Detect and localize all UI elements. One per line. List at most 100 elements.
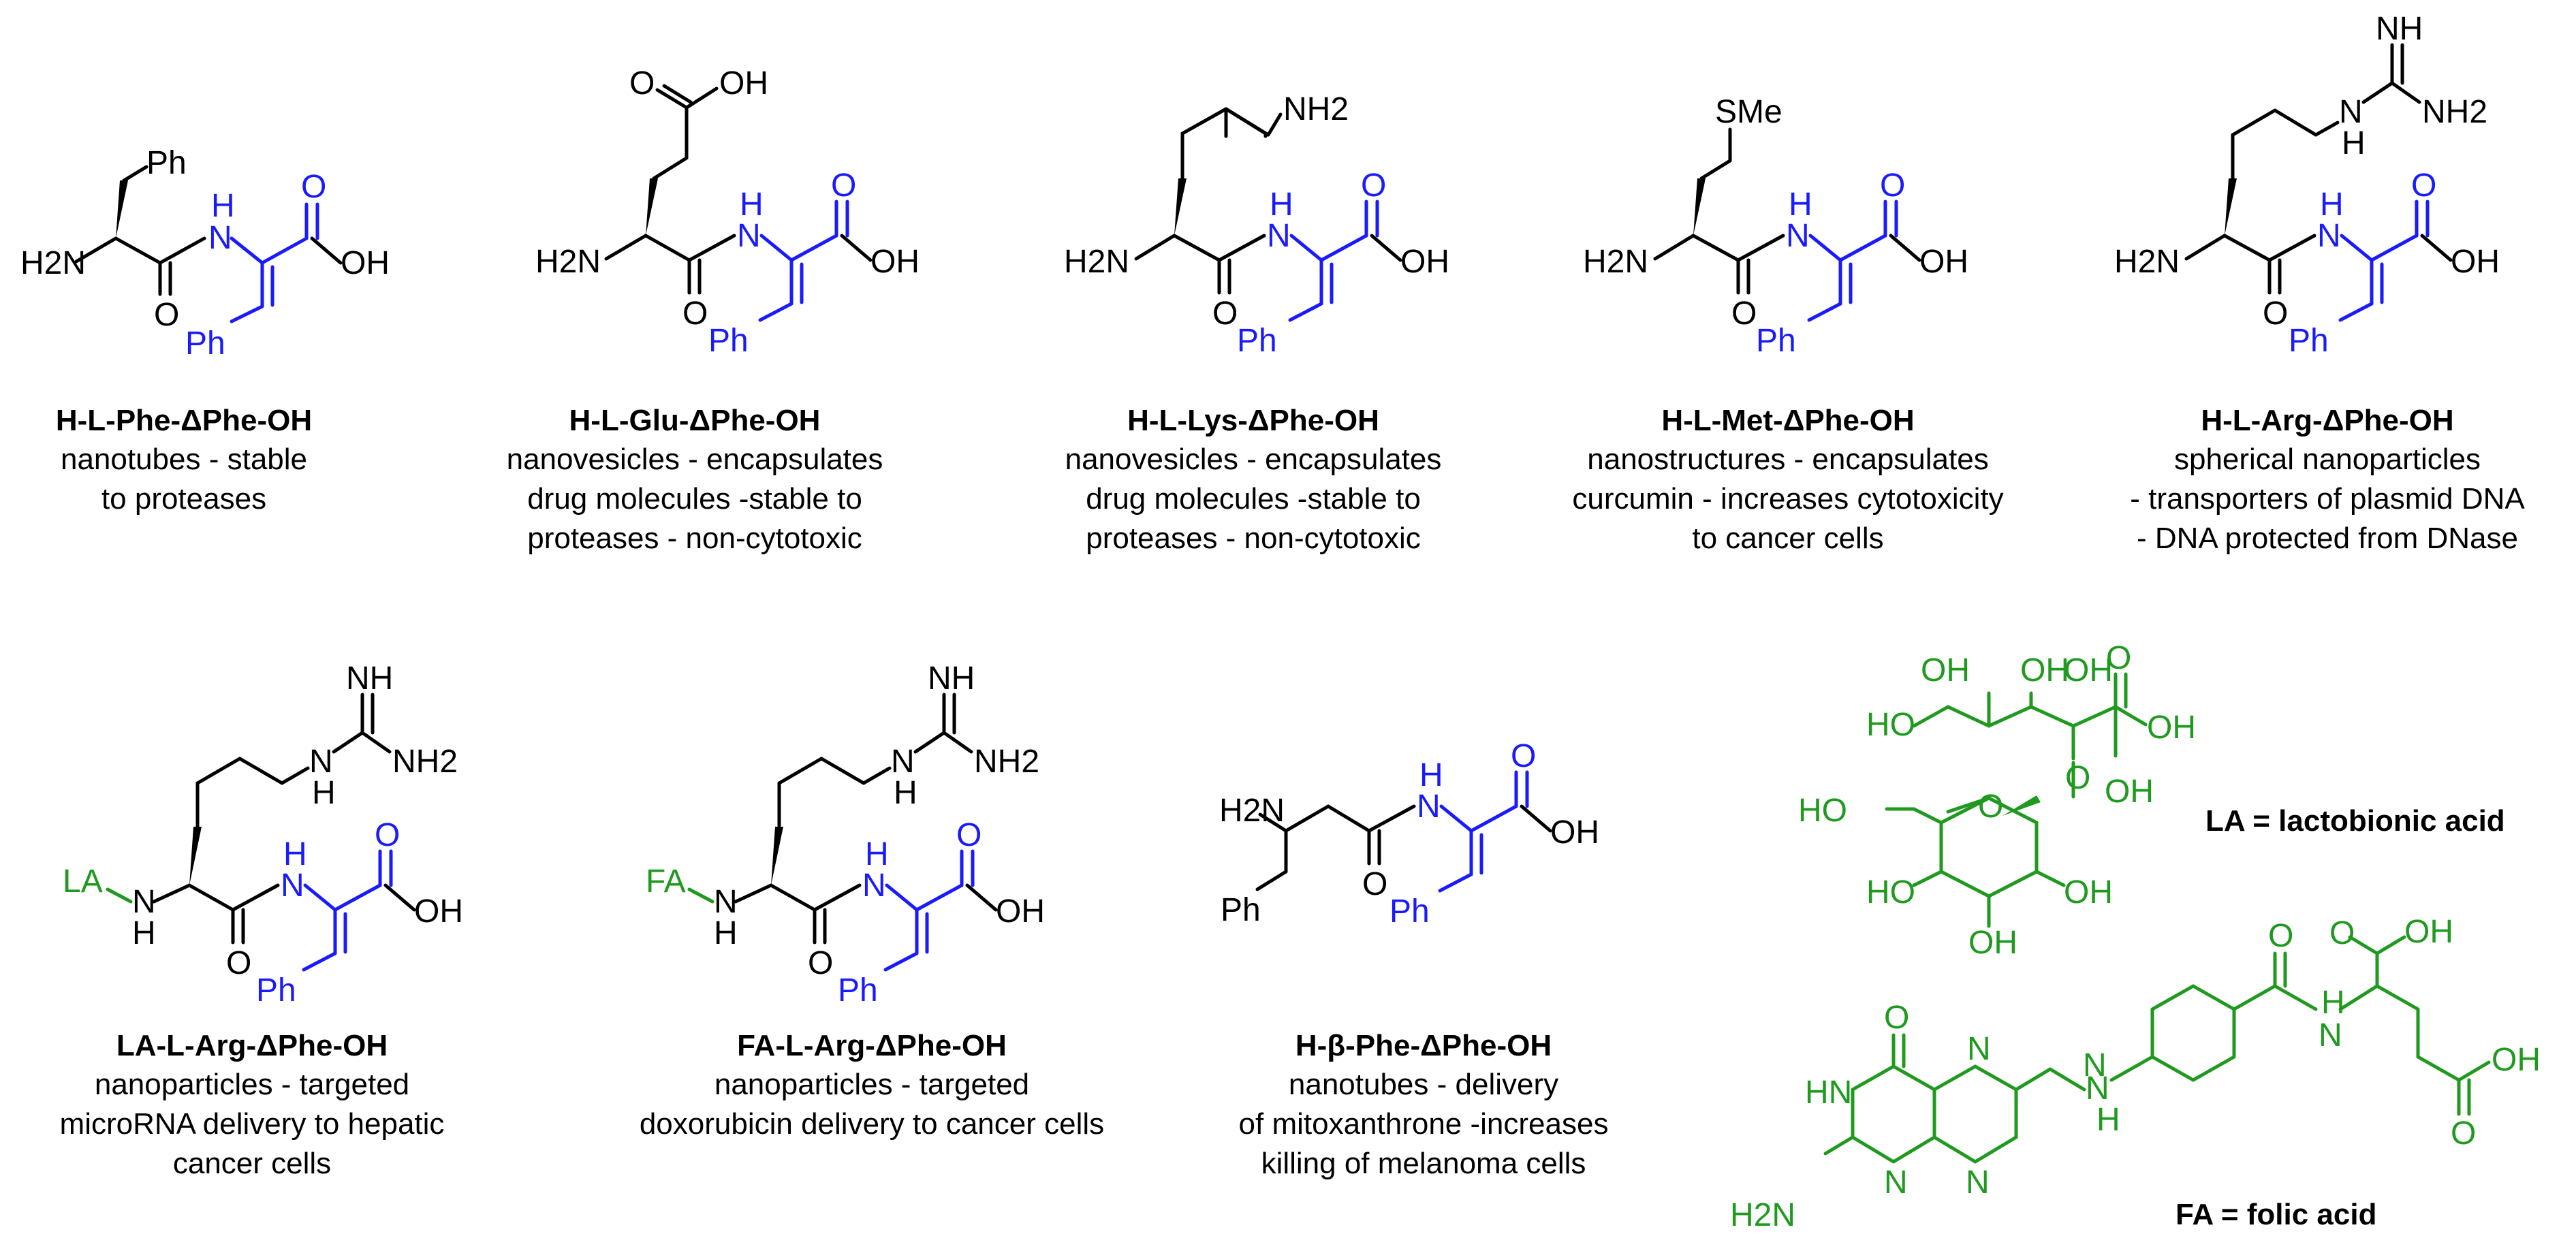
caption-fa-arg-dphe: FA-L-Arg-ΔPhe-OH nanoparticles - targete… — [599, 1027, 1144, 1144]
compound-description-line: drug molecules -stable to — [1086, 482, 1421, 516]
atom-label: O — [1978, 789, 2003, 825]
atom-label: OH — [2020, 652, 2069, 688]
atom-label: O — [1362, 866, 1387, 902]
atom-label: OH — [1968, 925, 2017, 961]
atom-label: H2N — [535, 244, 601, 280]
atom-label: H — [2096, 1102, 2120, 1138]
atom-label: O — [629, 65, 655, 101]
atom-label: N — [1786, 218, 1810, 254]
compound-description-line: nanotubes - delivery — [1288, 1068, 1559, 1101]
atom-label: H2N — [1219, 793, 1285, 829]
caption-glu-dphe: H-L-Glu-ΔPhe-OH nanovesicles - encapsula… — [456, 402, 933, 558]
compound-description-line: - transporters of plasmid DNA — [2130, 482, 2525, 516]
caption-la-arg-dphe: LA-L-Arg-ΔPhe-OH nanoparticles - targete… — [14, 1027, 490, 1184]
atom-label: H2N — [2114, 244, 2180, 280]
atom-label: N — [132, 884, 156, 920]
structure-bphe-dphe: H2N Ph H N O O OH Ph — [1219, 738, 1599, 930]
atom-label: N — [737, 218, 761, 254]
atom-label: O — [2411, 168, 2436, 204]
structure-la-arg-dphe: NH N H NH2 LA N H H N O O OH Ph — [63, 661, 463, 1009]
atom-label: H — [740, 187, 764, 223]
compound-description-line: nanoparticles - targeted — [94, 1068, 410, 1101]
atom-label: H — [1270, 187, 1293, 223]
atom-label: OH — [1400, 244, 1449, 280]
atom-label: Ph — [185, 326, 225, 362]
atom-label: NH — [346, 661, 393, 697]
atom-label: N — [2086, 1070, 2109, 1107]
atom-label: NH2 — [974, 744, 1039, 780]
atom-label: OH — [414, 893, 463, 930]
atom-label: H2N — [1583, 244, 1648, 280]
atom-label: N — [281, 868, 304, 904]
compound-description-line: nanoparticles - targeted — [714, 1068, 1030, 1101]
atom-label: H — [714, 915, 738, 951]
atom-label: Ph — [1756, 323, 1796, 359]
compound-description-line: proteases - non-cytotoxic — [527, 522, 862, 555]
compound-description-line: drug molecules -stable to — [527, 482, 862, 516]
atom-label: O — [956, 817, 981, 853]
atom-label: N — [862, 868, 886, 904]
atom-label: Ph — [1389, 893, 1430, 930]
caption-arg-dphe: H-L-Arg-ΔPhe-OH spherical nanoparticles … — [2086, 402, 2569, 558]
structure-lys-dphe: NH2 H2N H N O O OH Ph — [1064, 91, 1449, 359]
atom-label: OH — [2064, 652, 2113, 688]
folic-acid-label: FA = folic acid — [2176, 1198, 2377, 1231]
atom-label: H — [2342, 125, 2366, 161]
atom-label: HO — [1866, 874, 1915, 910]
caption-lys-dphe: H-L-Lys-ΔPhe-OH nanovesicles - encapsula… — [1015, 402, 1492, 558]
atom-label: N — [208, 220, 232, 256]
atom-label: N — [2317, 218, 2341, 254]
compound-description-line: nanostructures - encapsulates — [1587, 443, 1989, 476]
atom-label: FA — [646, 863, 686, 900]
atom-label: N — [1967, 1031, 1991, 1067]
atom-label: SMe — [1715, 94, 1782, 130]
atom-label: H — [2320, 187, 2344, 223]
atom-label: OH — [1921, 652, 1970, 688]
compound-description-line: nanotubes - stable — [60, 443, 308, 476]
compound-description-line: - DNA protected from DNase — [2137, 522, 2518, 555]
compound-title: H-β-Phe-ΔPhe-OH — [1295, 1029, 1552, 1062]
compound-description-line: proteases - non-cytotoxic — [1086, 522, 1421, 555]
atom-label: H — [312, 775, 336, 811]
atom-label: N — [891, 744, 915, 780]
lactobionic-acid-label: LA = lactobionic acid — [2205, 804, 2505, 838]
atom-label: O — [226, 945, 251, 981]
atom-label: OH — [341, 245, 390, 281]
atom-label: OH — [1550, 814, 1599, 851]
compound-description-line: to cancer cells — [1692, 522, 1884, 555]
atom-label: NH — [2376, 11, 2423, 47]
atom-label: N — [2319, 1017, 2342, 1053]
compound-description-line: microRNA delivery to hepatic — [59, 1107, 445, 1141]
compound-description-line: doxorubicin delivery to cancer cells — [639, 1107, 1105, 1141]
compound-title: H-L-Lys-ΔPhe-OH — [1127, 404, 1379, 437]
atom-label: O — [1511, 738, 1536, 774]
atom-label: H — [1419, 757, 1443, 793]
atom-label: H2N — [1730, 1197, 1795, 1233]
atom-label: O — [2329, 915, 2355, 951]
atom-label: N — [1884, 1164, 1908, 1201]
structure-glu-dphe: O OH H2N H N O O OH Ph — [535, 65, 920, 359]
atom-label: NH2 — [1283, 91, 1349, 127]
compound-description-line: nanovesicles - encapsulates — [506, 443, 883, 476]
structure-fa-arg-dphe: NH N H NH2 FA N H H N O O OH Ph — [646, 661, 1045, 1009]
atom-label: O — [1731, 296, 1757, 332]
atom-label: OH — [2064, 874, 2113, 910]
atom-label: OH — [2105, 774, 2154, 810]
structure-folic-acid: O OH O H N O HN N N H N OH H2N N N O — [1730, 914, 2541, 1233]
atom-label: O — [375, 817, 400, 853]
atom-label: OH — [1919, 244, 1968, 280]
atom-label: O — [301, 169, 326, 205]
atom-label: OH — [996, 893, 1045, 930]
atom-label: OH — [719, 65, 768, 101]
atom-label: O — [1880, 168, 1905, 204]
compound-description-line: cancer cells — [172, 1147, 332, 1180]
atom-label: HO — [1798, 793, 1847, 829]
atom-label: N — [309, 744, 333, 780]
atom-label: OH — [2147, 710, 2196, 746]
atom-label: O — [682, 296, 708, 332]
caption-phe-dphe: H-L-Phe-ΔPhe-OH nanotubes - stable to pr… — [0, 402, 368, 519]
atom-label: O — [831, 168, 856, 204]
compound-description-line: to proteases — [101, 482, 267, 516]
compound-description-line: spherical nanoparticles — [2173, 443, 2481, 476]
